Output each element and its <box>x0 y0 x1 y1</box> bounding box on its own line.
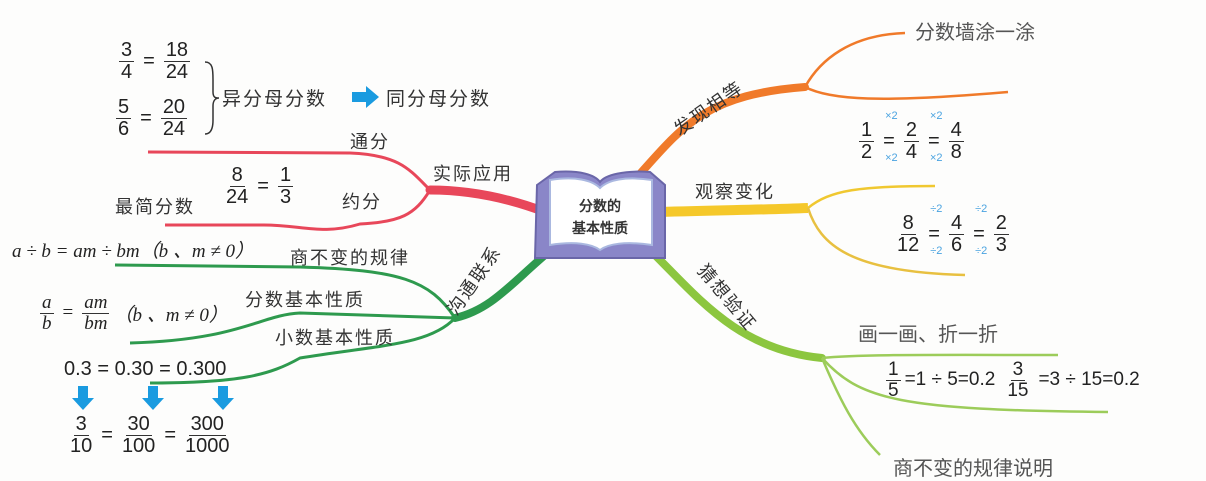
branch-decimal <box>149 316 457 385</box>
node-quotient-explain: 商不变的规律说明 <box>893 456 1053 480</box>
den: 6 <box>118 118 130 140</box>
den: 6 <box>950 234 963 256</box>
node-yuefen: 约分 <box>342 192 382 213</box>
node-decimal-property: 小数基本性质 <box>275 328 395 349</box>
num: 8 <box>900 212 916 235</box>
eq-rest: =3 ÷ 15=0.2 <box>1038 369 1140 391</box>
num: 5 <box>116 96 132 119</box>
num: 3 <box>73 413 89 436</box>
branch-observe-bottom <box>806 207 966 277</box>
decimal-equation: 0.3 = 0.30 = 0.300 <box>64 358 227 380</box>
den: 8 <box>950 141 962 163</box>
node-quotient: 商不变的规律 <box>290 248 410 269</box>
branch-discover-trunk <box>626 83 809 189</box>
node-practical: 实际应用 <box>433 164 513 185</box>
den: 1000 <box>185 435 230 457</box>
op-label: ×2 <box>885 152 898 164</box>
num: 300 <box>188 413 226 436</box>
label-like-denominators: 同分母分数 <box>386 88 492 110</box>
den: 24 <box>162 118 186 140</box>
num: 18 <box>163 39 191 62</box>
branch-practical-trunk <box>425 185 550 217</box>
branch-guess-trunk <box>651 251 826 362</box>
den: 12 <box>897 234 920 256</box>
center-title-line1: 分数的 <box>579 199 621 215</box>
label-unlike-denominators: 异分母分数 <box>222 88 328 110</box>
num: 2 <box>993 212 1009 235</box>
formula-quotient: a ÷ b = am ÷ bm（b 、m ≠ 0） <box>12 241 255 262</box>
branch-observe-top <box>807 184 936 209</box>
branch-guess-b <box>821 357 1109 414</box>
num: 1 <box>886 359 901 381</box>
op-label: ÷2 <box>975 203 988 215</box>
num: 30 <box>125 413 152 436</box>
arrow-right-icon <box>352 86 379 108</box>
node-tongfen: 通分 <box>350 132 390 153</box>
num: am <box>82 292 110 314</box>
den: 5 <box>888 379 899 401</box>
op-label: ×2 <box>929 110 943 122</box>
den: 3 <box>279 186 292 208</box>
num: 3 <box>119 39 135 62</box>
den: 4 <box>121 61 133 83</box>
num: 8 <box>229 164 245 187</box>
den: 24 <box>165 61 189 83</box>
op-label: ×2 <box>885 110 898 122</box>
branch-tongfen <box>147 150 432 192</box>
branch-guess-a <box>821 353 1059 360</box>
eq-rest: =1 ÷ 5=0.2 <box>904 369 996 391</box>
num: 4 <box>948 119 964 142</box>
op-label: ×2 <box>929 152 943 164</box>
branch-yuefen <box>165 189 432 231</box>
node-fraction-wall: 分数墙涂一涂 <box>915 20 1035 44</box>
num: 20 <box>160 96 188 119</box>
branch-guess-c <box>820 357 881 456</box>
den: b <box>42 312 52 334</box>
den: 4 <box>905 141 917 163</box>
den: 100 <box>121 435 156 457</box>
branch-connect-trunk <box>451 251 549 322</box>
condition: （b 、m ≠ 0） <box>113 304 228 326</box>
den: 24 <box>226 186 249 208</box>
node-fraction-property: 分数基本性质 <box>245 290 365 311</box>
label-simplest-fraction: 最简分数 <box>115 197 195 218</box>
op-label: ÷2 <box>975 245 988 257</box>
den: 10 <box>70 435 93 457</box>
branch-observe-trunk <box>659 203 809 217</box>
den: 2 <box>861 141 873 163</box>
num: a <box>40 292 54 314</box>
num: 4 <box>948 212 965 235</box>
num: 2 <box>903 119 919 142</box>
num: 1 <box>859 119 875 142</box>
num: 3 <box>1010 359 1026 381</box>
branch-fraction <box>129 311 456 345</box>
den: bm <box>84 312 108 334</box>
node-observe: 观察变化 <box>695 182 775 203</box>
den: 3 <box>995 234 1007 256</box>
branch-discover-top <box>803 31 906 88</box>
arrow-down-icons <box>72 386 234 410</box>
den: 15 <box>1007 379 1029 401</box>
branch-discover-bottom <box>804 85 1009 100</box>
branch-quotient <box>114 263 457 319</box>
book-icon <box>533 170 666 259</box>
op-label: ÷2 <box>930 245 943 257</box>
node-draw-fold: 画一画、折一折 <box>858 322 998 346</box>
op-label: ÷2 <box>930 203 943 215</box>
brace <box>204 61 220 135</box>
center-title-line2: 基本性质 <box>572 221 628 237</box>
num: 1 <box>277 164 294 187</box>
